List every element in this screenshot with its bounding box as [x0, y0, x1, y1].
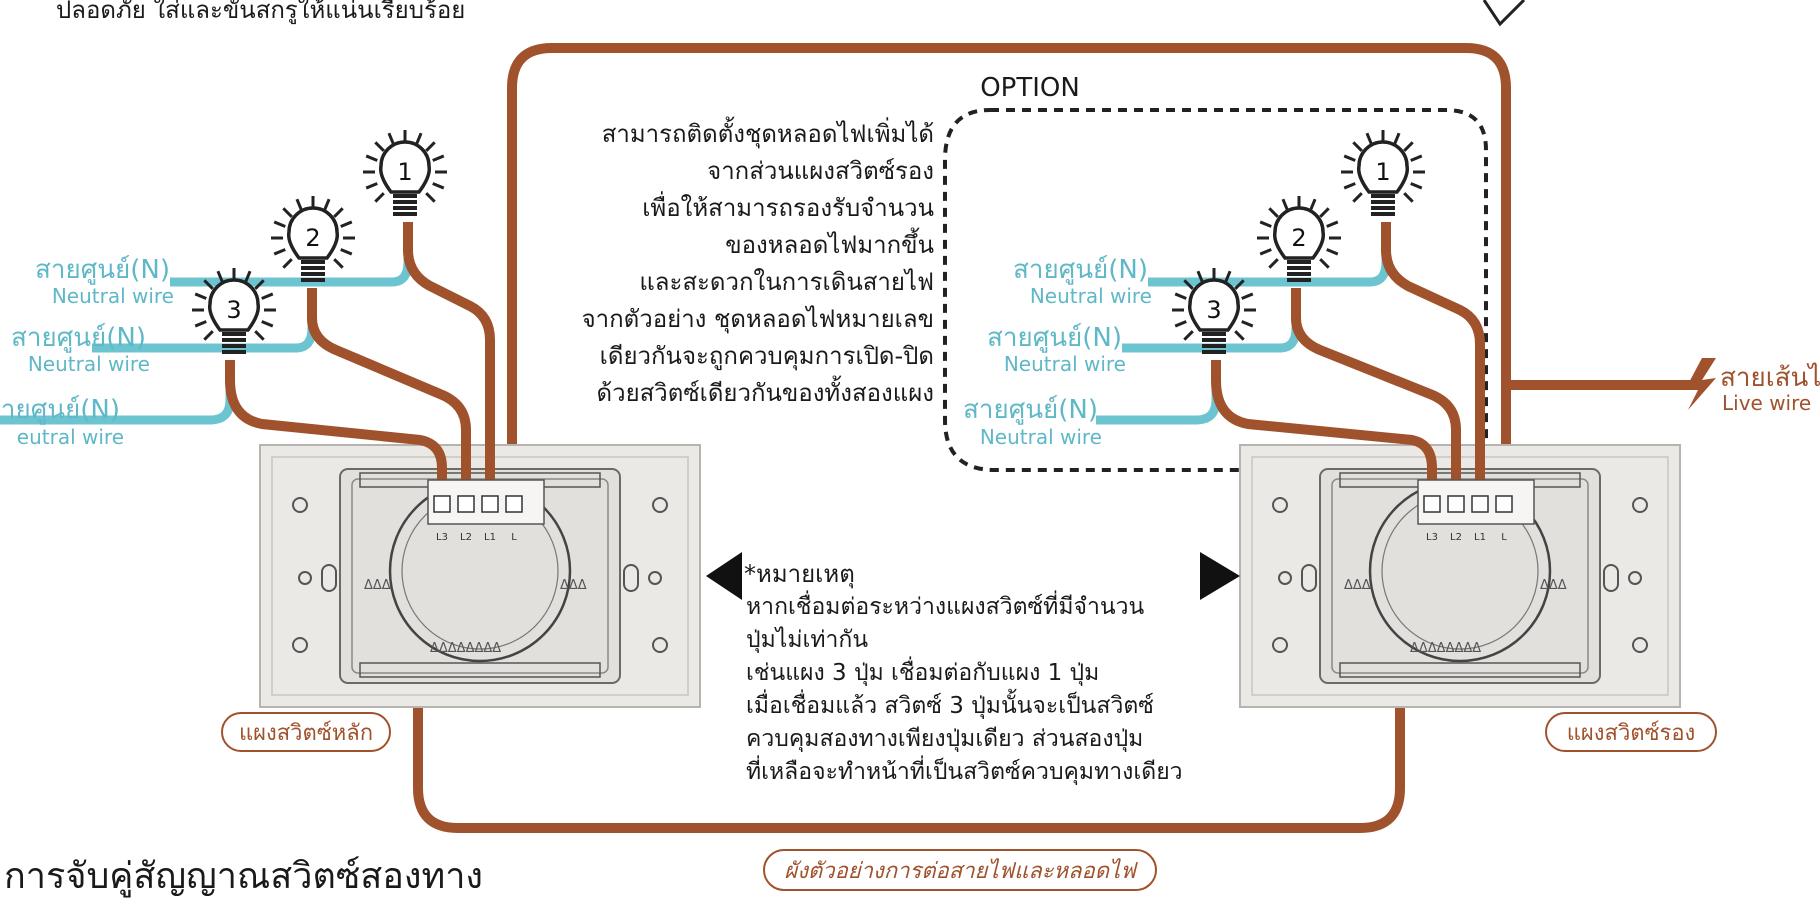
- terminal-label: L: [1501, 532, 1507, 543]
- option-description-line: ด้วยสวิตซ์เดียวกันของทั้งสองแผง: [597, 375, 935, 407]
- corner-graphic: [1482, 0, 1526, 27]
- right-wire-1-en: Neutral wire: [1030, 284, 1152, 308]
- right-neutral-wires: [1096, 222, 1391, 425]
- note-line: เมื่อเชื่อมแล้ว สวิตซ์ 3 ปุ่มนั้นจะเป็นส…: [746, 689, 1154, 719]
- left-wire-labels: สายศูนย์(N) Neutral wire สายศูนย์(N) Neu…: [1, 255, 174, 449]
- terminal-screw: [481, 495, 499, 513]
- terminal-screw: [1495, 495, 1513, 513]
- right-wire-2-en: Neutral wire: [1004, 352, 1126, 376]
- caption-box: [763, 849, 1157, 891]
- option-description-line: และสะดวกในการเดินสายไฟ: [639, 268, 934, 296]
- diagram-caption: ผังตัวอย่างการต่อสายไฟและหลอดไฟ: [784, 858, 1138, 884]
- option-description-line: ของหลอดไฟมากขึ้น: [725, 227, 934, 259]
- bulb-1-icon: 1: [1341, 130, 1425, 216]
- right-wire-2-thai: สายศูนย์(N): [987, 323, 1122, 353]
- terminal-label: L: [511, 532, 517, 543]
- option-description: สามารถติดตั้งชุดหลอดไฟเพิ่มได้จากส่วนแผง…: [582, 116, 934, 407]
- left-lamp-wires: [225, 222, 495, 505]
- main-terminal-block: L3 L2 L1 L: [427, 479, 545, 543]
- terminal-label: L3: [1426, 532, 1438, 543]
- bulb-number: 2: [1291, 224, 1306, 252]
- sub-panel-label: แผงสวิตซ์รอง: [1567, 721, 1696, 746]
- left-wire-3-thai: ายศูนย์(N): [1, 395, 120, 425]
- right-arrow-icon: [1200, 552, 1240, 600]
- traveler-wire-loop: [507, 43, 1511, 505]
- note-line: ที่เหลือจะทำหน้าที่เป็นสวิตซ์ควบคุมทางเด…: [746, 755, 1183, 785]
- option-description-line: เดียวกันจะถูกควบคุมการเปิด-ปิด: [600, 342, 934, 371]
- terminal-label: L2: [460, 532, 472, 543]
- main-panel-label-box: [221, 712, 391, 752]
- note-line: เช่นแผง 3 ปุ่ม เชื่อมต่อกับแผง 1 ปุ่ม: [746, 656, 1099, 686]
- terminal-label: L2: [1450, 532, 1462, 543]
- option-label: OPTION: [980, 73, 1080, 103]
- terminal-screw: [457, 495, 475, 513]
- note-line: หากเชื่อมต่อระหว่างแผงสวิตซ์ที่มีจำนวน: [746, 590, 1145, 620]
- bulb-number: 1: [397, 158, 412, 186]
- bottom-wire-loop: [413, 535, 1405, 833]
- right-wire-3-en: Neutral wire: [980, 425, 1102, 449]
- option-box: [943, 108, 1488, 472]
- note-title: *หมายเหตุ: [744, 560, 855, 589]
- left-wire-2-thai: สายศูนย์(N): [11, 323, 146, 353]
- sub-panel-label-box: [1545, 712, 1717, 752]
- live-wire-thai: สายเส้นไฟ: [1720, 362, 1820, 393]
- left-wire-3-en: eutral wire: [17, 425, 124, 449]
- terminal-screw: [1423, 495, 1441, 513]
- bulb-2-icon: 2: [271, 196, 355, 282]
- right-wire-3-thai: สายศูนย์(N): [963, 395, 1098, 425]
- left-arrow-icon: [706, 552, 742, 600]
- left-wire-1-en: Neutral wire: [52, 284, 174, 308]
- option-description-line: สามารถติดตั้งชุดหลอดไฟเพิ่มได้: [602, 116, 934, 149]
- right-bulbs: 1 2 3: [1172, 130, 1425, 354]
- left-bulbs: 1 2 3: [192, 130, 447, 354]
- terminal-screw: [433, 495, 451, 513]
- bulb-3-icon: 3: [192, 268, 276, 354]
- right-wire-1-thai: สายศูนย์(N): [1013, 255, 1148, 285]
- note-line: ปุ่มไม่เท่ากัน: [746, 626, 868, 653]
- terminal-label: L1: [484, 532, 496, 543]
- option-description-line: จากส่วนแผงสวิตซ์รอง: [707, 157, 934, 185]
- footer-title: การจับคู่สัญญาณสวิตซ์สองทาง: [4, 856, 483, 898]
- left-wire-1-thai: สายศูนย์(N): [35, 255, 170, 285]
- bulb-1-icon: 1: [363, 130, 447, 216]
- bulb-number: 2: [305, 224, 320, 252]
- right-lamp-wires: [1211, 222, 1485, 505]
- note-line: ควบคุมสองทางเพียงปุ่มเดียว ส่วนสองปุ่ม: [746, 726, 1143, 752]
- bulb-3-icon: 3: [1172, 268, 1256, 354]
- option-description-line: เพื่อให้สามารถรองรับจำนวน: [642, 191, 934, 222]
- terminal-screw: [1447, 495, 1465, 513]
- terminal-screw: [1471, 495, 1489, 513]
- lightning-icon: [1686, 358, 1716, 410]
- left-wire-2-en: Neutral wire: [28, 352, 150, 376]
- main-panel-label: แผงสวิตซ์หลัก: [239, 721, 373, 746]
- bulb-number: 3: [226, 296, 241, 324]
- sub-terminal-block: L3 L2 L1 L: [1417, 479, 1535, 543]
- bulb-number: 3: [1206, 296, 1221, 324]
- terminal-screw: [505, 495, 523, 513]
- live-wire-en: Live wire: [1722, 391, 1811, 415]
- option-description-line: จากตัวอย่าง ชุดหลอดไฟหมายเลข: [582, 305, 934, 334]
- header-cut-text: ปลอดภัย ใส่และขันสกรูให้แน่นเรียบร้อย: [56, 0, 465, 25]
- bulb-number: 1: [1375, 158, 1390, 186]
- terminal-label: L1: [1474, 532, 1486, 543]
- right-wire-labels: สายศูนย์(N) Neutral wire สายศูนย์(N) Neu…: [963, 255, 1152, 449]
- terminal-label: L3: [436, 532, 448, 543]
- bulb-2-icon: 2: [1257, 196, 1341, 282]
- note-text: หากเชื่อมต่อระหว่างแผงสวิตซ์ที่มีจำนวนปุ…: [746, 590, 1183, 785]
